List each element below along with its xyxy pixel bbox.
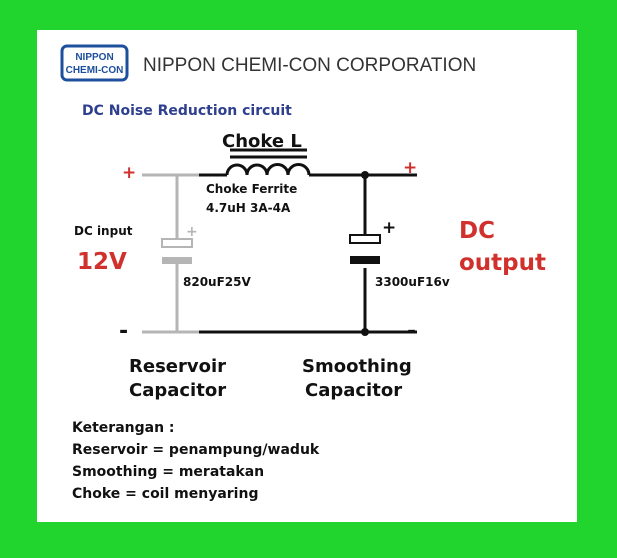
reservoir-name-line1: Reservoir xyxy=(129,356,226,377)
input-minus: - xyxy=(119,319,128,344)
choke-rating: 4.7uH 3A-4A xyxy=(206,201,291,215)
nippon-chemi-con-logo: NIPPON CHEMI-CON xyxy=(60,44,129,82)
circuit-title: DC Noise Reduction circuit xyxy=(82,103,292,119)
junction-bottom xyxy=(361,328,369,336)
input-plus: + xyxy=(122,163,136,183)
input-wires xyxy=(142,173,199,334)
smoothing-polarity: + xyxy=(382,218,396,238)
junction-top xyxy=(361,171,369,179)
company-name: NIPPON CHEMI-CON CORPORATION xyxy=(143,55,476,76)
note-line: Reservoir = penampung/waduk xyxy=(72,442,320,458)
reservoir-capacitor-symbol xyxy=(161,238,193,264)
smoothing-value: 3300uF16v xyxy=(375,275,450,289)
logo-line1: NIPPON xyxy=(75,52,113,63)
logo-line2: CHEMI-CON xyxy=(66,65,124,76)
notes-heading: Keterangan : xyxy=(72,420,175,436)
smoothing-capacitor-symbol xyxy=(349,234,381,264)
smoothing-name-line2: Capacitor xyxy=(305,380,402,401)
note-line: Choke = coil menyaring xyxy=(72,486,258,502)
choke-inductor-symbol xyxy=(225,148,311,176)
main-wires xyxy=(199,173,417,334)
reservoir-value: 820uF25V xyxy=(183,275,251,289)
note-line: Smoothing = meratakan xyxy=(72,464,264,480)
choke-type: Choke Ferrite xyxy=(206,182,297,196)
notes-section: Keterangan : Reservoir = penampung/waduk… xyxy=(72,420,320,502)
reservoir-polarity: + xyxy=(186,224,198,240)
dc-input-label: DC input xyxy=(74,224,133,238)
reservoir-name-line2: Capacitor xyxy=(129,380,226,401)
output-plus: + xyxy=(403,158,417,178)
dc-output-line1: DC xyxy=(459,218,495,244)
dc-output-line2: output xyxy=(459,250,546,276)
choke-label: Choke L xyxy=(222,131,302,152)
diagram-card: NIPPON CHEMI-CON NIPPON CHEMI-CON CORPOR… xyxy=(37,30,577,522)
smoothing-name-line1: Smoothing xyxy=(302,356,412,377)
input-voltage: 12V xyxy=(77,249,127,275)
output-minus: - xyxy=(407,319,416,344)
circuit-diagram: NIPPON CHEMI-CON NIPPON CHEMI-CON CORPOR… xyxy=(60,44,546,502)
